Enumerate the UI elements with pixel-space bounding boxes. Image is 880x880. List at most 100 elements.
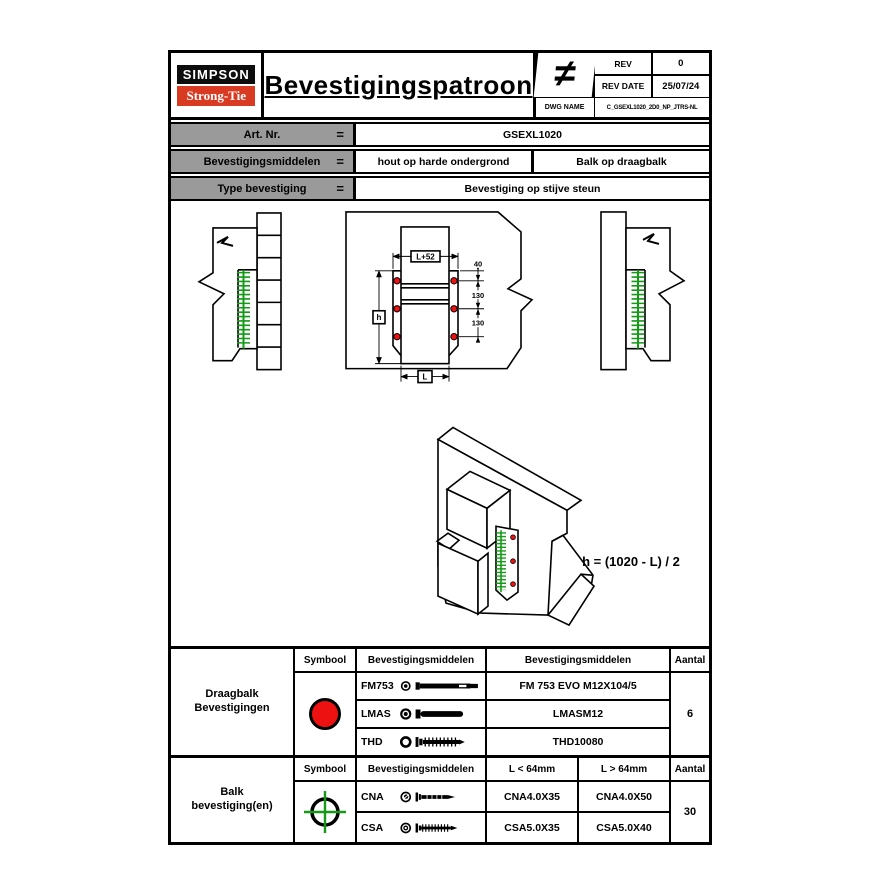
fastener-name-large: CSA5.0X40 [579,813,669,842]
drawing-area: L+52 40 130 130 h [171,201,709,646]
art-nr-label-cell: Art. Nr. = [171,124,356,145]
type-label-cell: Type bevestiging = [171,178,356,199]
dwg-name-label: DWG NAME [535,98,594,117]
art-nr-value: GSEXL1020 [503,128,562,141]
info-row-bevestigingsmiddelen: Bevestigingsmiddelen = hout op harde ond… [171,149,709,174]
rev-date-value: 25/07/24 [652,75,709,97]
rev-value: 0 [652,53,709,74]
not-equal-icon: ≠ [533,53,596,97]
simpson-strongtie-logo: SIMPSON Strong-Tie [171,53,265,117]
table-row: LMAS [357,701,485,727]
info-row-type-bevestiging: Type bevestiging = Bevestiging op stijve… [171,176,709,201]
dim-top-width-label: L+52 [416,252,435,261]
col-bevestigingsmiddelen-2: Bevestigingsmiddelen [487,649,669,671]
group-label-line1: Balk [220,786,244,799]
col-l-small: L < 64mm [487,758,577,780]
fastener-code: THD [361,736,383,748]
fastener-dot [450,305,458,313]
lmas-anchor-icon [400,708,464,720]
info-row-art-nr: Art. Nr. = GSEXL1020 [171,122,709,147]
fastener-dot [393,277,401,285]
fastener-code: CSA [361,821,384,834]
left-side-view [197,212,282,371]
col-bevestigingsmiddelen: Bevestigingsmiddelen [357,758,485,780]
balk-group-label: Balk bevestiging(en) [171,758,293,842]
fastener-name: LMASM12 [487,701,669,727]
col-aantal: Aantal [671,758,709,780]
group-label-line2: bevestiging(en) [191,800,273,812]
logo-simpson: SIMPSON [177,64,256,84]
revision-block: ≠ REV 0 REV DATE 25/07/24 DWG NAME C_GSE… [532,53,709,117]
fastener-dot [450,333,458,341]
rev-label: REV [595,53,652,74]
front-view: L+52 40 130 130 h [345,211,534,384]
break-symbol-icon [642,233,660,245]
drawing-sheet: SIMPSON Strong-Tie Bevestigingspatroon ≠… [168,50,712,845]
dwg-name-value: C_GSEXL1020_2D0_NP_JTRS-NL [595,98,709,117]
right-side-view [600,211,686,371]
fastener-name-large: CNA4.0X50 [579,782,669,811]
draagbalk-group-label: Draagbalk Bevestigingen [171,649,293,755]
col-l-large: L > 64mm [579,758,669,780]
balk-aantal-value: 30 [671,782,709,842]
info-table: Art. Nr. = GSEXL1020 Bevestigingsmiddele… [171,120,709,201]
csa-screw-icon [400,822,458,833]
fastener-name-small: CSA5.0X35 [487,813,577,842]
dim-height-label: h [377,313,382,322]
green-crosshair-symbol-icon [304,791,346,833]
type-value: Bevestiging op stijve steun [464,182,601,195]
art-nr-label: Art. Nr. [243,128,281,141]
balk-bevestigingen-table: Balk bevestiging(en) Symbool Bevestiging… [171,755,709,842]
cna-nail-icon [400,791,455,802]
isometric-view [435,426,596,627]
group-label-line2: Bevestigingen [194,702,270,714]
title-block: SIMPSON Strong-Tie Bevestigingspatroon ≠… [171,53,709,120]
dim-width-label: L [423,373,428,382]
col-aantal: Aantal [671,649,709,671]
table-row: FM753 [357,673,485,699]
height-formula: h = (1020 - L) / 2 [582,554,680,569]
page-title: Bevestigingspatroon [264,69,533,100]
fastener-dot [510,581,516,587]
fastener-name: FM 753 EVO M12X104/5 [487,673,669,699]
red-circle-symbol-icon [309,698,341,730]
fm753-bolt-icon [400,681,478,691]
middelen-label: Bevestigingsmiddelen [203,155,321,168]
logo-strongtie: Strong-Tie [177,85,256,106]
col-bevestigingsmiddelen: Bevestigingsmiddelen [357,649,485,671]
middelen-label-cell: Bevestigingsmiddelen = [171,151,356,172]
table-row: CSA [357,813,485,842]
col-symbool: Symbool [295,649,355,671]
col-symbool: Symbool [295,758,355,780]
fastener-name-small: CNA4.0X35 [487,782,577,811]
draagbalk-bevestigingen-table: Draagbalk Bevestigingen Symbool Bevestig… [171,646,709,755]
title-cell: Bevestigingspatroon [264,53,532,117]
equals-sign: = [336,154,344,169]
fastener-name: THD10080 [487,729,669,755]
dim-spacing-2: 130 [472,319,485,328]
type-label: Type bevestiging [217,182,307,195]
equals-sign: = [336,127,344,142]
technical-drawing: L+52 40 130 130 h [197,211,686,627]
middelen-value-2: Balk op draagbalk [531,151,709,172]
group-label-line1: Draagbalk [205,688,259,701]
fastener-dot [510,558,516,564]
table-row: THD [357,729,485,755]
fastener-dot [393,333,401,341]
dim-spacing-1: 130 [472,291,485,300]
balk-symbol-cell [295,782,355,842]
thd-screw-anchor-icon [400,736,465,748]
rev-date-label: REV DATE [595,75,652,97]
equals-sign: = [336,181,344,196]
fastener-dot [450,277,458,285]
draagbalk-symbol-cell [295,673,355,755]
fastener-code: FM753 [361,680,394,692]
fastener-code: LMAS [361,708,391,720]
draagbalk-aantal-value: 6 [671,673,709,755]
table-row: CNA [357,782,485,811]
middelen-value-1: hout op harde ondergrond [377,155,510,168]
fastener-dot [510,534,516,541]
break-symbol-icon [216,236,234,247]
dim-offset-top: 40 [474,259,482,268]
fastener-dot [393,305,401,313]
